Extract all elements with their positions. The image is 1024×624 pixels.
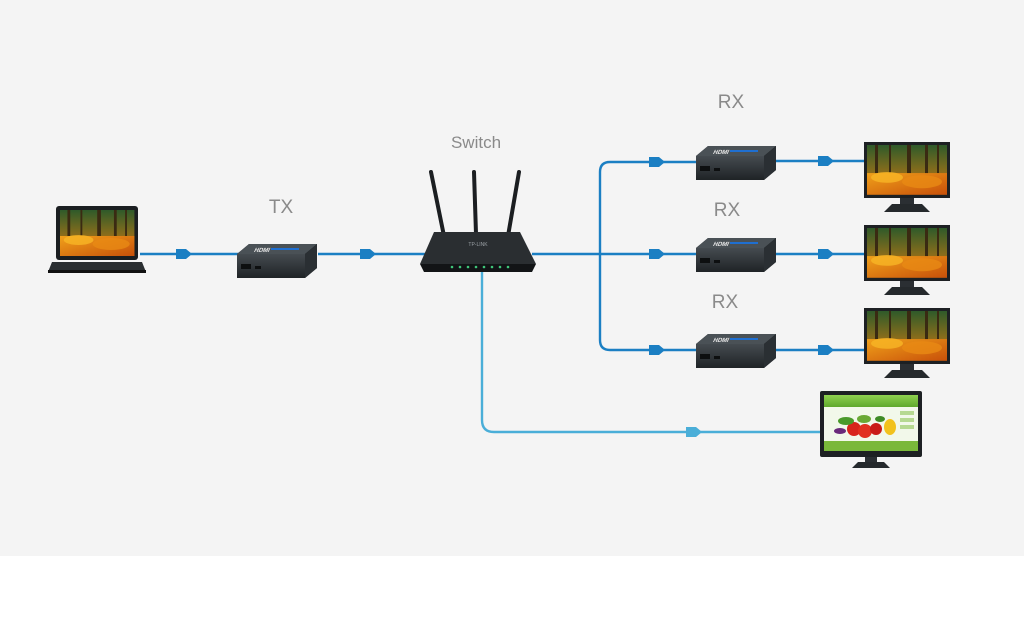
cable-switch-to-pc — [480, 270, 820, 434]
cable-switch-to-rx3 — [598, 254, 698, 352]
receiver-3-icon — [695, 333, 777, 369]
transmitter-icon — [236, 243, 318, 279]
arrow-icon — [649, 345, 665, 355]
vegetables-image — [834, 415, 896, 438]
cable-switch-to-rx1 — [598, 160, 698, 254]
arrow-icon — [818, 249, 834, 259]
tx-label: TX — [269, 197, 294, 218]
arrow-icon — [176, 249, 192, 259]
rx3-label: RX — [712, 292, 739, 313]
switch-label: Switch — [451, 133, 501, 152]
rx1-label: RX — [718, 92, 745, 113]
cable-lines — [140, 159, 866, 434]
arrow-icon — [818, 156, 834, 166]
receiver-2-icon — [695, 237, 777, 273]
arrow-icon — [686, 427, 702, 437]
monitor-2-icon — [864, 225, 950, 295]
laptop-icon — [48, 206, 146, 273]
router-icon: TP-LINK — [420, 170, 536, 272]
network-diagram: HDMI — [0, 0, 1024, 556]
arrow-icon — [818, 345, 834, 355]
arrow-icon — [360, 249, 376, 259]
arrow-icon — [649, 249, 665, 259]
monitor-1-icon — [864, 142, 950, 212]
desktop-monitor-icon — [820, 391, 922, 468]
direction-arrows — [176, 156, 834, 437]
arrow-icon — [649, 157, 665, 167]
svg-text:TP-LINK: TP-LINK — [468, 242, 488, 248]
receiver-1-icon — [695, 145, 777, 181]
diagram-canvas: HDMI — [48, 92, 1024, 468]
monitor-3-icon — [864, 308, 950, 378]
rx2-label: RX — [714, 200, 741, 221]
